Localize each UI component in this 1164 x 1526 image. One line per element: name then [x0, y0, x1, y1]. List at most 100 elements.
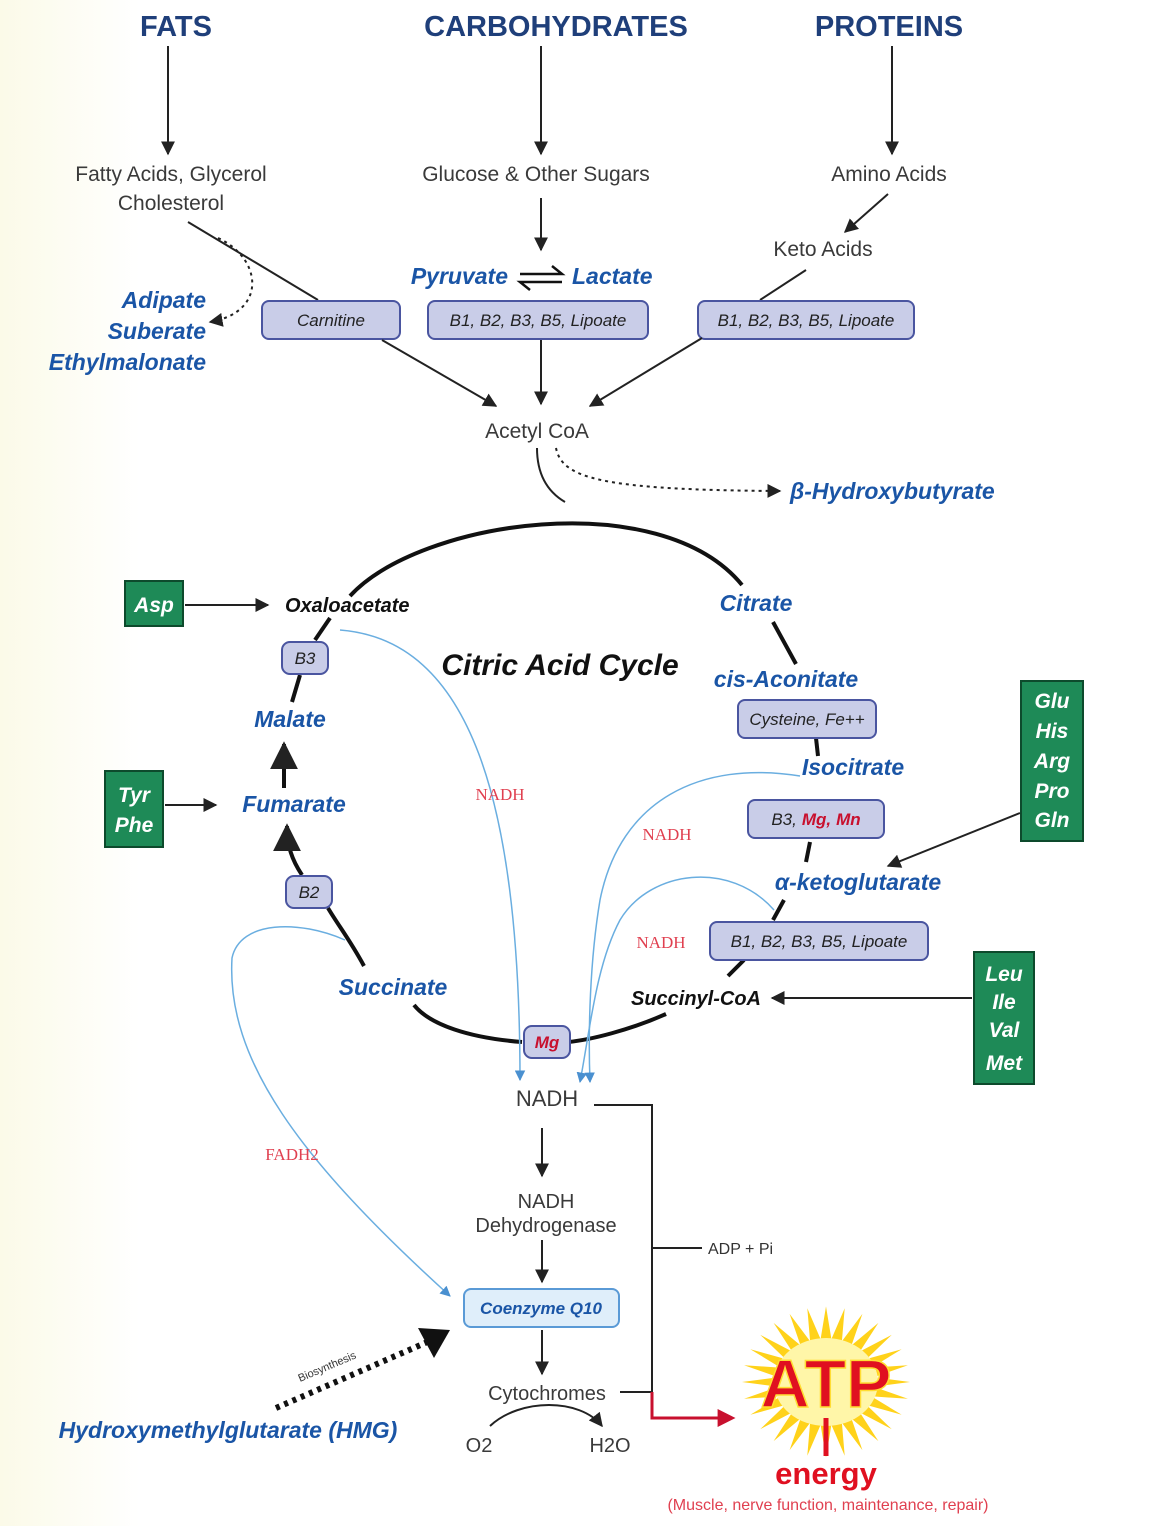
glu-group-box	[1020, 680, 1084, 842]
arrow-amino-keto	[843, 193, 889, 233]
b2-label: B2	[299, 883, 320, 902]
cycle-title: Citric Acid Cycle	[441, 649, 678, 682]
b-vitamins-lipoate-box-carbs	[427, 300, 649, 340]
header-carbohydrates: CARBOHYDRATES	[424, 11, 688, 43]
b3-label: B3	[295, 649, 316, 668]
succinyl-coa-label: Succinyl-CoA	[631, 988, 761, 1010]
cycle-arc-citrate-aconitate	[771, 621, 798, 665]
line-nadh-bracket	[594, 1104, 653, 1392]
b-vitamins-lipoate-label-akg: B1, B2, B3, B5, Lipoate	[731, 932, 908, 951]
arg-label: Arg	[1033, 750, 1070, 773]
b3-mg-mn-label: B3,Mg,Mn	[771, 810, 860, 829]
cycle-arc-malate-b3	[290, 674, 302, 703]
b3-box	[281, 641, 329, 675]
fadh2-label: FADH2	[265, 1145, 319, 1164]
cysteine-fe-box	[737, 699, 877, 739]
carnitine-label: Carnitine	[297, 311, 365, 330]
dotted-arrow-hmg-coq10	[274, 1337, 434, 1411]
cycle-arc-akg-cofactor	[771, 899, 786, 921]
tyr-label: Tyr	[118, 784, 152, 807]
nadh-label-akg: NADH	[636, 933, 685, 952]
cycle-arc-isocitrate-akg	[804, 841, 812, 863]
b-vitamins-lipoate-label-carbs: B1, B2, B3, B5, Lipoate	[450, 311, 627, 330]
arrow-carnitine-acetylcoa	[381, 339, 498, 407]
electron-line-isocitrate-nadh	[584, 771, 801, 1084]
cis-aconitate-label: cis-Aconitate	[714, 666, 859, 692]
electron-line-malate-nadh	[339, 629, 526, 1082]
nadh-label-malate: NADH	[475, 785, 524, 804]
val-label: Val	[989, 1019, 1021, 1042]
sunburst-core	[774, 1338, 878, 1426]
b2-box	[285, 875, 333, 909]
cycle-arc-b2-fumarate	[273, 823, 304, 877]
ile-label: Ile	[992, 991, 1016, 1014]
isocitrate-label: Isocitrate	[802, 754, 904, 780]
b-vitamins-lipoate-box-akg	[709, 921, 929, 961]
energy-note: (Muscle, nerve function, maintenance, re…	[667, 1497, 988, 1514]
glucose-label: Glucose & Other Sugars	[422, 163, 650, 186]
pro-label: Pro	[1034, 780, 1069, 803]
electron-line-akg-nadh	[576, 876, 775, 1084]
dotted-arrow-fats-adipate	[208, 237, 254, 327]
cycle-arc-top	[348, 521, 744, 598]
equilibrium-arrows-icon	[516, 265, 566, 291]
cycle-arc-mg-succinate	[412, 1003, 523, 1044]
nadh-etc-label: NADH	[516, 1086, 578, 1111]
acetyl-coa-label: Acetyl CoA	[485, 420, 589, 443]
asp-box	[124, 580, 184, 627]
fatty-acids-label: Fatty Acids, Glycerol	[75, 163, 266, 186]
mg-box	[523, 1025, 571, 1059]
pyruvate-label: Pyruvate	[411, 263, 508, 289]
header-proteins: PROTEINS	[815, 11, 963, 43]
glu-label: Glu	[1035, 690, 1070, 713]
citrate-label: Citrate	[720, 590, 793, 616]
coenzyme-q10-box	[463, 1288, 620, 1328]
oxaloacetate-label: Oxaloacetate	[285, 595, 410, 617]
asp-label: Asp	[133, 594, 174, 617]
atp-sunburst-icon	[742, 1306, 910, 1458]
arrow-glu-group-akg	[886, 812, 1021, 868]
nadh-dehydrogenase-line2: Dehydrogenase	[475, 1215, 616, 1237]
cytochromes-label: Cytochromes	[488, 1383, 606, 1405]
alpha-ketoglutarate-label: α-ketoglutarate	[775, 869, 942, 895]
suberate-label: Suberate	[108, 318, 207, 344]
nadh-label-isocitrate: NADH	[642, 825, 691, 844]
energy-label: energy	[775, 1456, 877, 1491]
biosynthesis-label: Biosynthesis	[296, 1349, 358, 1384]
ethylmalonate-label: Ethylmalonate	[49, 349, 206, 375]
cholesterol-label: Cholesterol	[118, 192, 224, 215]
b3-mg-mn-mg-part: Mg,	[802, 810, 831, 829]
cysteine-fe-label: Cysteine, Fe++	[749, 710, 864, 729]
dotted-arrow-acetylcoa-hydroxybutyrate	[555, 447, 782, 498]
carnitine-box	[261, 300, 401, 340]
cycle-arc-succinylcoa-mg	[567, 1012, 667, 1044]
phe-label: Phe	[115, 814, 154, 837]
atp-label: ATP	[761, 1346, 892, 1422]
header-fats: FATS	[140, 11, 212, 43]
cycle-arc-aconitate-isocitrate	[814, 737, 820, 757]
leu-label: Leu	[985, 963, 1023, 986]
adipate-label: Adipate	[121, 287, 207, 313]
adp-pi-label: ADP + Pi	[708, 1241, 773, 1258]
malate-label: Malate	[254, 706, 326, 732]
electron-line-succinate-coq10	[230, 926, 451, 1297]
line-fats-carnitine	[187, 221, 319, 301]
his-label: His	[1036, 720, 1069, 743]
keto-acids-label: Keto Acids	[773, 238, 872, 261]
nadh-dehydrogenase-line1: NADH	[518, 1191, 575, 1213]
cycle-arc-b3-oxaloacetate	[313, 616, 332, 642]
lactate-label: Lactate	[572, 263, 653, 289]
hydroxybutyrate-label: β-Hydroxybutyrate	[789, 478, 995, 504]
arrow-to-atp	[650, 1392, 736, 1427]
b3-mg-mn-mn-part: Mn	[836, 810, 861, 829]
hmg-arrowhead-icon	[418, 1328, 450, 1358]
hmg-label: Hydroxymethylglutarate (HMG)	[59, 1417, 398, 1443]
b-vitamins-lipoate-box-proteins	[697, 300, 915, 340]
succinate-label: Succinate	[339, 974, 448, 1000]
gln-label: Gln	[1035, 809, 1070, 832]
coenzyme-q10-label: Coenzyme Q10	[480, 1299, 602, 1318]
h2o-label: H2O	[589, 1435, 630, 1457]
cycle-arc-cofactor-succinylcoa	[726, 958, 746, 978]
